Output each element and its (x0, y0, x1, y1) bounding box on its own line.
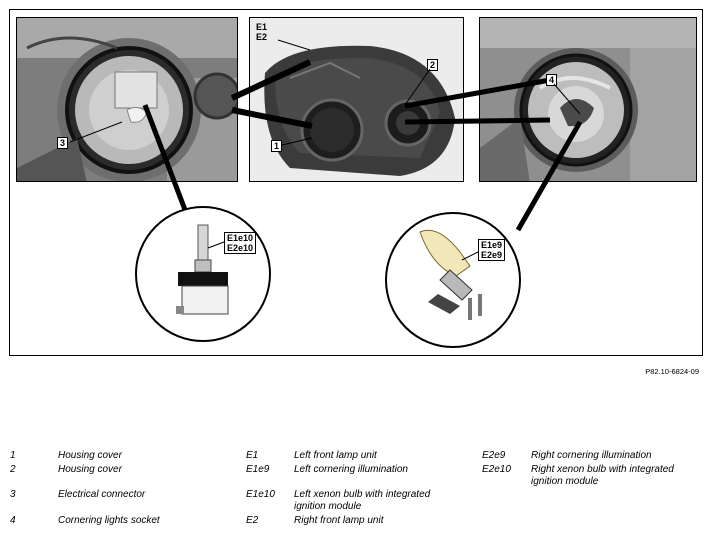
legend-key: E1e9 (246, 464, 270, 475)
legend-key: E1e10 (246, 489, 275, 500)
legend-text: Left front lamp unit (294, 450, 377, 461)
legend-text: Left cornering illumination (294, 464, 408, 475)
halogen-bulb-detail (385, 212, 521, 348)
legend-key: E2e10 (482, 464, 511, 475)
xenon-bulb-detail (135, 206, 271, 342)
leader-wedge-bottom (231, 107, 313, 129)
legend-key: 4 (10, 515, 16, 526)
zoom-line-left (142, 104, 190, 216)
legend-text: Left xenon bulb with integrated ignition… (294, 489, 431, 512)
callout-3: 3 (57, 137, 69, 149)
callout-4: 4 (546, 74, 558, 86)
legend-text: Right xenon bulb with integrated ignitio… (531, 464, 674, 487)
legend-key: E2 (246, 515, 259, 526)
legend-key: 2 (10, 464, 16, 475)
callout-2: 2 (427, 59, 439, 71)
legend-key: 3 (10, 489, 16, 500)
legend-key: E1 (246, 450, 259, 461)
callout-1: 1 (271, 140, 283, 152)
leader-right-top (404, 77, 551, 109)
callout-xenon-bulb: E1e10 E2e10 (224, 232, 257, 254)
leader-wedge-top (230, 59, 312, 101)
leader-right-bottom (404, 117, 551, 125)
legend-text: Right cornering illumination (531, 450, 652, 461)
callout-e1-e2: E1 E2 (256, 22, 268, 42)
legend-text: Housing cover (58, 464, 122, 475)
legend-text: Right front lamp unit (294, 515, 384, 526)
diagram-overlay (135, 59, 583, 348)
callout-halogen-bulb: E1e9 E2e9 (478, 239, 506, 261)
legend-text: Cornering lights socket (58, 515, 160, 526)
legend-key: E2e9 (482, 450, 506, 461)
zoom-line-right (515, 120, 583, 232)
legend-text: Electrical connector (58, 489, 146, 500)
legend-text: Housing cover (58, 450, 122, 461)
diagram-frame: 3 1 2 4 E1 E2 E1e10 E2e10 E1e9 E2e9 (9, 9, 703, 356)
figure-reference-code: P82.10-6824-09 (645, 367, 699, 376)
legend-key: 1 (10, 450, 16, 461)
